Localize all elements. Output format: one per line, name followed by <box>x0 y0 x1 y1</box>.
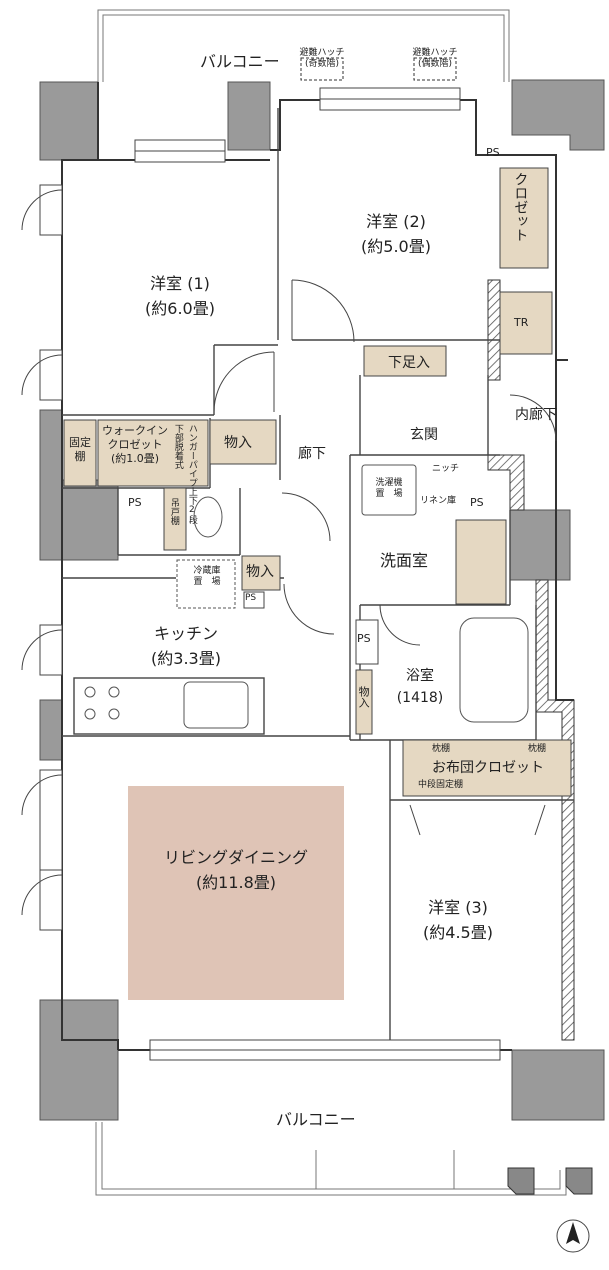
washroom-label: 洗面室 <box>380 551 429 570</box>
tr-box <box>499 291 553 355</box>
storage-label-corridor: 物入 <box>224 435 252 451</box>
balcony-bottom-railing <box>95 1122 567 1196</box>
entrance-label: 玄関 <box>410 427 438 443</box>
ac-units <box>507 1167 593 1195</box>
room3-label: 洋室 (3)(約4.5畳) <box>423 898 493 942</box>
ps-label-top: PS <box>486 146 500 159</box>
storage-label-bath: 物入 <box>357 686 371 708</box>
ldk-label: リビングダイニング(約11.8畳) <box>163 848 308 892</box>
ps-label-entrance: PS <box>470 496 484 509</box>
pillow-shelf-label-right: 枕棚 <box>528 744 547 754</box>
ps-label-wic: PS <box>128 496 142 509</box>
walkin-label: ウォークインクロゼット(約1.0畳) <box>102 424 168 465</box>
closet-vertical-label: クロゼット <box>512 172 529 242</box>
inner-corridor-label: 内廊下 <box>515 407 557 423</box>
balcony-top-railing <box>97 9 510 82</box>
door-swings <box>21 189 557 916</box>
tr-label: TR <box>514 316 529 329</box>
hanger-pipe-label: ハンガーパイプ上下2段 <box>186 424 197 524</box>
ldk-highlight <box>128 786 344 1000</box>
room1-label: 洋室 (1)(約6.0畳) <box>145 274 215 318</box>
balcony-top-label: バルコニー <box>200 52 280 71</box>
shoe-box-label: 下足入 <box>388 355 430 371</box>
compass-icon <box>556 1219 590 1253</box>
storage-label-kitchen: 物入 <box>246 564 274 580</box>
hatch-boxes <box>300 57 457 81</box>
washer-label: 洗濯機置 場 <box>375 478 403 499</box>
kitchen-label: キッチン(約3.3畳) <box>151 624 221 668</box>
ps-boxes <box>243 591 379 665</box>
hatched-walls <box>487 279 575 1041</box>
hatch-odd-label: 避難ハッチ(奇数階) <box>299 48 345 69</box>
fixtures <box>84 464 529 729</box>
linen-label: リネン庫 <box>420 496 457 506</box>
room2-label: 洋室 (2)(約5.0畳) <box>361 212 431 256</box>
hatch-even-label: 避難ハッチ(偶数階) <box>412 48 458 69</box>
balcony-bottom-label: バルコニー <box>276 1110 356 1129</box>
lower-detachable-label: 下部脱着式 <box>172 424 183 469</box>
fridge-label: 冷蔵庫置 場 <box>193 566 221 587</box>
corridor-label: 廊下 <box>298 446 326 462</box>
ps-label-kitchen: PS <box>245 593 257 603</box>
fixed-shelf-label: 固定棚 <box>69 436 91 463</box>
ps-label-bath: PS <box>357 632 371 645</box>
middle-shelf-label: 中段固定棚 <box>418 780 464 790</box>
toilet-cabinet-label: 吊戸棚 <box>168 498 179 525</box>
storage-boxes <box>63 167 572 797</box>
bathroom-label: 浴室(1418) <box>396 668 444 706</box>
niche-label: ニッチ <box>432 464 460 474</box>
windows <box>39 87 501 1061</box>
pillow-shelf-label-left: 枕棚 <box>432 744 451 754</box>
futon-closet-label: お布団クロゼット <box>432 760 544 776</box>
